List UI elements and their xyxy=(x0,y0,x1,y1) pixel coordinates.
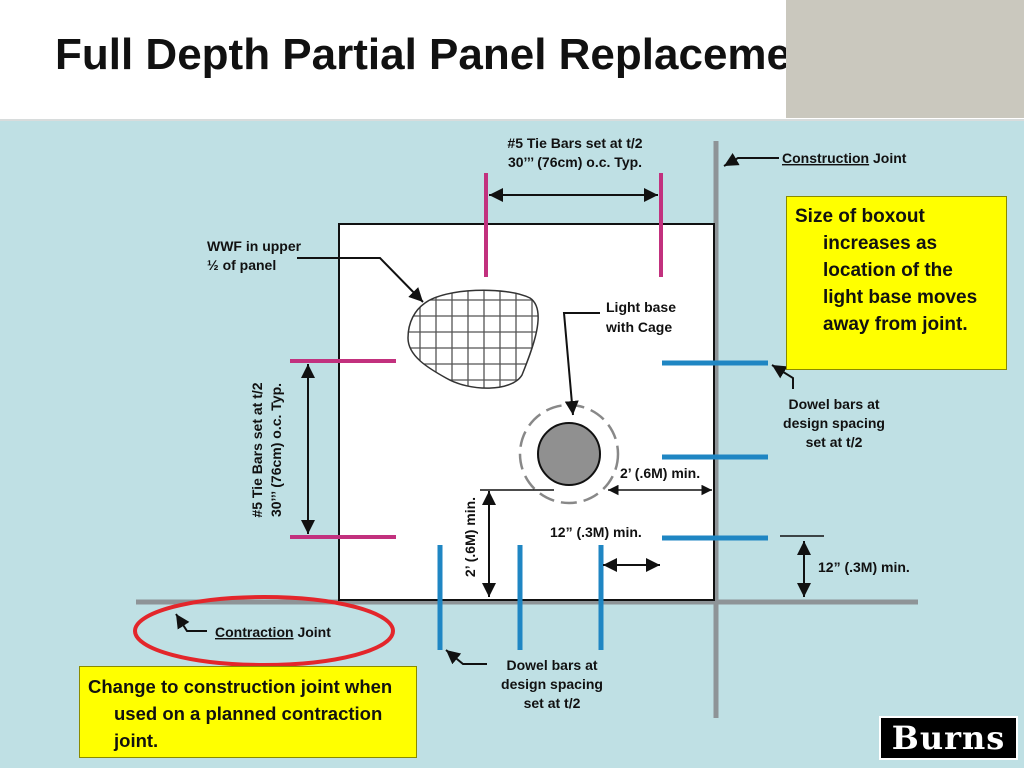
construction-joint-change-callout: Change to construction joint when used o… xyxy=(79,666,417,758)
replacement-panel xyxy=(338,223,715,601)
wwf-label-1: WWF in upper xyxy=(207,238,302,254)
dowel-right-label-1: Dowel bars at xyxy=(788,396,879,412)
contraction-joint-label-rest: Joint xyxy=(294,624,332,640)
light-base xyxy=(537,422,601,486)
dowel-bottom-label-2: design spacing xyxy=(501,676,603,692)
title-bar: Full Depth Partial Panel Replacement xyxy=(0,0,1024,120)
dim-2ft-right-label: 2’ (.6M) min. xyxy=(620,465,700,481)
tie-bar-left-label-2: 30’’’ (76cm) o.c. Typ. xyxy=(268,383,284,517)
tie-bar-top-label-2: 30’’’ (76cm) o.c. Typ. xyxy=(508,154,642,170)
title-divider xyxy=(0,119,1024,121)
construction-joint-label-rest: Joint xyxy=(869,150,907,166)
dowel-right-label-2: design spacing xyxy=(783,415,885,431)
contraction-joint-highlight xyxy=(133,595,395,667)
dim-12in-right-label: 12” (.3M) min. xyxy=(818,559,910,575)
construction-joint-label: Construction Joint xyxy=(782,150,907,166)
construction-joint-label-underlined: Construction xyxy=(782,150,869,166)
contraction-joint-label-underlined: Contraction xyxy=(215,624,294,640)
light-base-label-2: with Cage xyxy=(605,319,672,335)
dim-12in-inner-label: 12” (.3M) min. xyxy=(550,524,642,540)
dowel-bottom-label-3: set at t/2 xyxy=(524,695,581,711)
contraction-joint-label: Contraction Joint xyxy=(215,624,331,640)
dowel-bottom-label-1: Dowel bars at xyxy=(506,657,597,673)
dim-2ft-vertical-label: 2’ (.6M) min. xyxy=(462,497,478,577)
light-base-label-1: Light base xyxy=(606,299,676,315)
tie-bar-left-label: #5 Tie Bars set at t/2 30’’’ (76cm) o.c.… xyxy=(249,382,284,517)
leader-arrows xyxy=(175,152,794,665)
wwf-label-2: ½ of panel xyxy=(207,257,276,273)
dimension-lines xyxy=(301,188,824,597)
dowel-right-label-3: set at t/2 xyxy=(806,434,863,450)
corner-accent-block xyxy=(786,0,1024,118)
burns-logo: Burns xyxy=(879,716,1018,760)
tie-bar-left-label-1: #5 Tie Bars set at t/2 xyxy=(249,382,265,517)
slide-title: Full Depth Partial Panel Replacement xyxy=(55,30,833,79)
boxout-size-callout: Size of boxout increases as location of … xyxy=(786,196,1007,370)
tie-bar-top-label-1: #5 Tie Bars set at t/2 xyxy=(507,135,642,151)
